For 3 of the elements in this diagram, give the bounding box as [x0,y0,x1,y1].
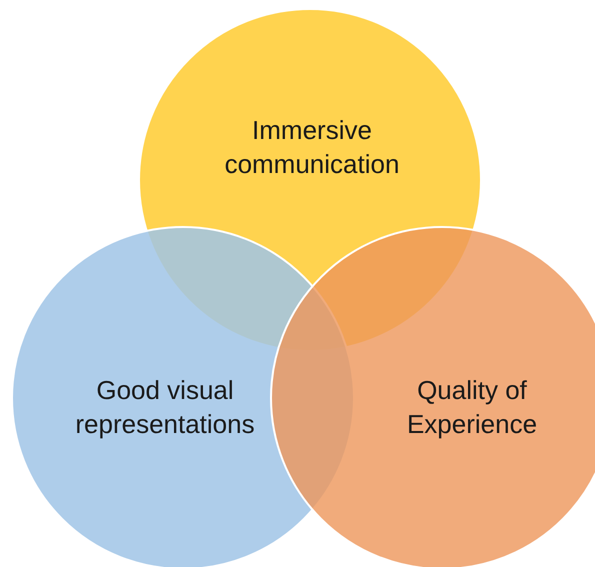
circle-label: Good visual representations [74,374,256,441]
circle-label: Immersive communication [224,114,400,181]
circle-label: Quality of Experience [406,374,538,441]
